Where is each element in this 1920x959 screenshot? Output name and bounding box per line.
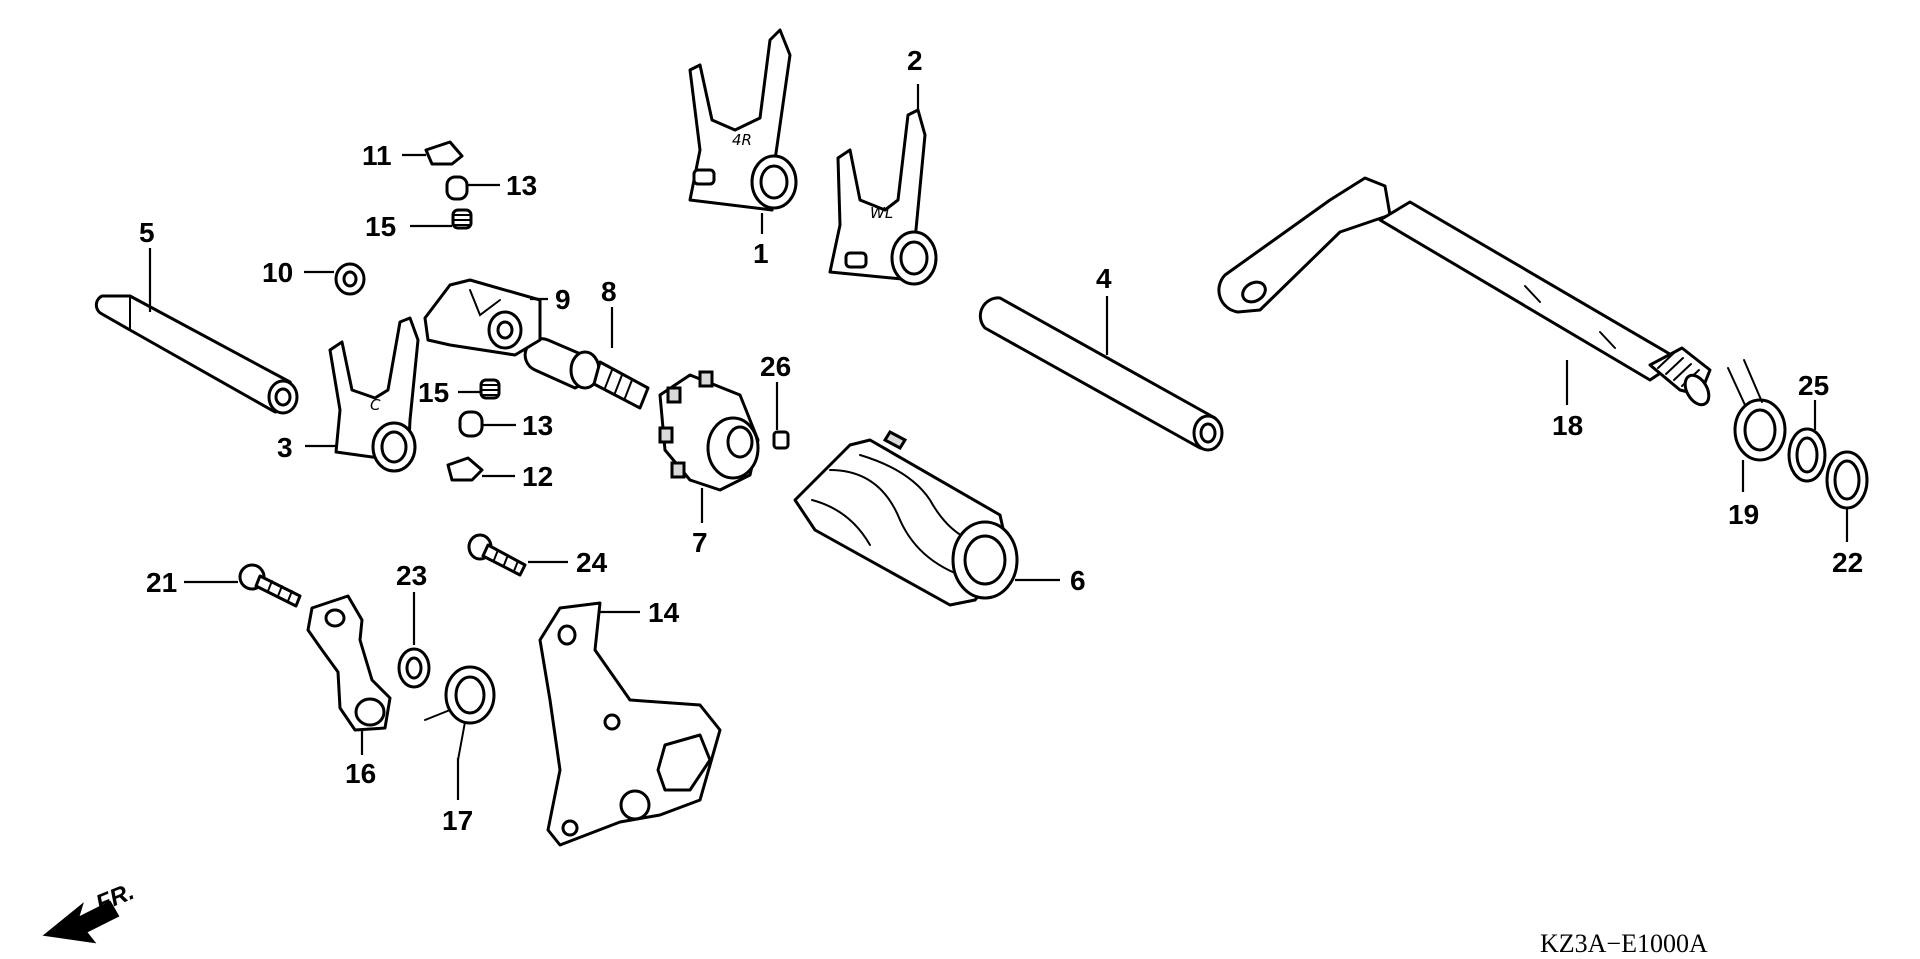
callout-9: 9 [530, 284, 571, 315]
callout-17: 17 [442, 758, 473, 836]
part-2-shift-fork: WL [828, 108, 938, 286]
part-12-stopper [446, 456, 484, 482]
svg-text:3: 3 [277, 432, 293, 463]
svg-text:22: 22 [1832, 547, 1863, 578]
part-24-bolt [467, 533, 527, 577]
callout-7: 7 [692, 488, 708, 558]
callout-8: 8 [601, 276, 617, 348]
svg-text:26: 26 [760, 351, 791, 382]
callout-22: 22 [1832, 508, 1863, 578]
part-16-stopper-arm [306, 594, 392, 732]
callout-11: 11 [362, 140, 426, 171]
callout-23: 23 [396, 560, 427, 645]
part-15-spring-lower [479, 378, 501, 400]
svg-text:25: 25 [1798, 370, 1829, 401]
part-1-shift-fork: 4R [688, 28, 798, 212]
svg-text:2: 2 [907, 45, 923, 76]
part-19-return-spring [1727, 359, 1787, 462]
callout-25: 25 [1798, 370, 1829, 430]
callout-6: 6 [1015, 565, 1086, 596]
part-6-shift-drum [793, 430, 1019, 607]
svg-text:9: 9 [555, 284, 571, 315]
part-25-collar [1787, 427, 1827, 483]
callout-14: 14 [598, 597, 680, 628]
callout-12: 12 [482, 461, 553, 492]
svg-text:18: 18 [1552, 410, 1583, 441]
part-13-collar-upper [445, 175, 469, 201]
callout-1: 1 [753, 213, 769, 269]
callout-4: 4 [1096, 263, 1112, 355]
callout-2: 2 [907, 45, 923, 112]
part-22-seal [1825, 450, 1869, 510]
svg-text:6: 6 [1070, 565, 1086, 596]
part-26-pin [772, 430, 790, 450]
callout-13-upper: 13 [468, 170, 537, 201]
callout-16: 16 [345, 730, 376, 789]
part-8-bolt [523, 337, 650, 410]
part-21-bolt [238, 563, 302, 608]
callout-15-upper: 15 [365, 211, 452, 242]
part-9-drum-cam [423, 278, 542, 357]
svg-text:1: 1 [753, 238, 769, 269]
front-direction-arrow: FR. [42, 878, 138, 944]
part-5-fork-shaft [94, 294, 299, 415]
svg-text:7: 7 [692, 527, 708, 558]
front-direction-label: FR. [92, 878, 138, 918]
svg-text:21: 21 [146, 567, 177, 598]
svg-text:14: 14 [648, 597, 680, 628]
svg-text:16: 16 [345, 758, 376, 789]
svg-text:13: 13 [522, 410, 553, 441]
callout-10: 10 [262, 257, 334, 288]
callout-3: 3 [277, 432, 338, 463]
callout-13-lower: 13 [482, 410, 553, 441]
part-3-shift-fork: C [328, 316, 420, 473]
svg-text:24: 24 [576, 547, 608, 578]
part-11-stopper [424, 140, 464, 166]
part-13-collar-lower [458, 410, 484, 438]
part-14-guide-plate [538, 601, 722, 847]
part-18-gearshift-spindle [1217, 176, 1712, 407]
svg-text:5: 5 [139, 217, 155, 248]
svg-text:12: 12 [522, 461, 553, 492]
part-7-drum-center [658, 370, 760, 492]
callout-24: 24 [528, 547, 608, 578]
part-15-spring-upper [451, 208, 473, 230]
svg-text:15: 15 [418, 377, 449, 408]
svg-text:11: 11 [362, 140, 392, 171]
fork-marking-4r: 4R [732, 131, 752, 149]
callout-19: 19 [1728, 460, 1759, 530]
svg-text:23: 23 [396, 560, 427, 591]
svg-text:10: 10 [262, 257, 293, 288]
callout-18: 18 [1552, 360, 1583, 441]
part-10-collar [334, 262, 366, 296]
diagram-code: KZ3A−E1000A [1540, 929, 1708, 958]
svg-text:17: 17 [442, 805, 473, 836]
svg-text:8: 8 [601, 276, 617, 307]
svg-text:4: 4 [1096, 263, 1112, 294]
svg-text:13: 13 [506, 170, 537, 201]
svg-text:15: 15 [365, 211, 396, 242]
callout-26: 26 [760, 351, 791, 430]
callout-21: 21 [146, 567, 238, 598]
callout-15-lower: 15 [418, 377, 480, 408]
part-17-spring [424, 665, 496, 761]
part-23-washer [397, 647, 431, 689]
svg-text:19: 19 [1728, 499, 1759, 530]
fork-marking-wl: WL [870, 204, 893, 222]
fork-marking-c: C [370, 396, 381, 414]
callout-5: 5 [139, 217, 155, 312]
part-4-fork-shaft [978, 296, 1224, 452]
